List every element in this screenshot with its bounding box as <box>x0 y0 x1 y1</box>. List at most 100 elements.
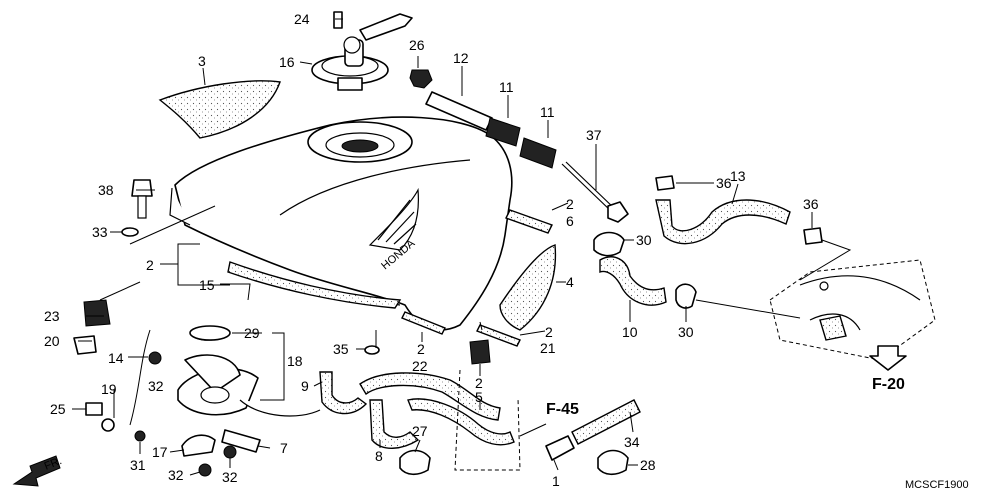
callout-24[interactable]: 24 <box>294 11 310 27</box>
leader-lines <box>72 18 852 476</box>
wire-14[interactable] <box>129 329 151 426</box>
callout-30b[interactable]: 30 <box>678 324 694 340</box>
hose-5b[interactable] <box>407 398 515 446</box>
callout-2e[interactable]: 2 <box>475 375 483 391</box>
callout-8[interactable]: 8 <box>375 448 383 464</box>
callout-4[interactable]: 4 <box>566 274 574 290</box>
clamp-30b[interactable] <box>675 283 697 309</box>
hose-13[interactable] <box>655 199 791 245</box>
callout-27[interactable]: 27 <box>412 423 428 439</box>
clip-2[interactable] <box>469 339 491 365</box>
o-ring-29[interactable] <box>189 325 231 341</box>
clip-36a[interactable] <box>655 175 675 191</box>
callout-7[interactable]: 7 <box>280 440 288 456</box>
callout-33[interactable]: 33 <box>92 224 108 240</box>
clamp-28[interactable] <box>597 449 629 476</box>
ref-arrow-f20[interactable] <box>869 345 907 371</box>
callout-32b[interactable]: 32 <box>168 467 184 483</box>
strip-22[interactable] <box>401 311 446 335</box>
bolt-31[interactable] <box>134 430 146 442</box>
callout-11a[interactable]: 11 <box>499 79 514 95</box>
callout-36b[interactable]: 36 <box>803 196 819 212</box>
pipe-12[interactable] <box>425 91 493 131</box>
strip-6[interactable] <box>505 209 553 234</box>
nut-26[interactable] <box>409 69 433 89</box>
grommet-11a[interactable] <box>485 117 521 147</box>
clamp-30a[interactable] <box>593 231 625 257</box>
callout-16[interactable]: 16 <box>279 54 295 70</box>
nut-32b[interactable] <box>198 463 212 477</box>
rubber-pad-4[interactable] <box>499 244 557 331</box>
callout-28[interactable]: 28 <box>640 457 656 473</box>
washer-33[interactable] <box>121 227 139 237</box>
callout-31[interactable]: 31 <box>130 457 146 473</box>
callout-35[interactable]: 35 <box>333 341 349 357</box>
clip-36b[interactable] <box>803 227 823 245</box>
nut-32c[interactable] <box>223 445 237 459</box>
hose-10[interactable] <box>599 256 667 306</box>
callout-36a[interactable]: 36 <box>716 175 732 191</box>
callout-38[interactable]: 38 <box>98 182 114 198</box>
callout-9[interactable]: 9 <box>301 378 309 394</box>
callout-23[interactable]: 23 <box>44 308 60 324</box>
callout-14[interactable]: 14 <box>108 350 124 366</box>
damper-23[interactable] <box>83 299 111 327</box>
callout-2c[interactable]: 2 <box>545 324 553 340</box>
grommet-19[interactable] <box>101 418 115 432</box>
callout-2a[interactable]: 2 <box>146 257 154 273</box>
callout-25[interactable]: 25 <box>50 401 66 417</box>
callout-10[interactable]: 10 <box>622 324 638 340</box>
ref-f20[interactable]: F-20 <box>872 376 905 393</box>
callout-30a[interactable]: 30 <box>636 232 652 248</box>
cap-20[interactable] <box>73 335 97 355</box>
bracket-17[interactable] <box>181 434 216 457</box>
fuel-pump-18[interactable] <box>177 327 321 417</box>
bolt-38[interactable] <box>131 179 153 219</box>
callout-34[interactable]: 34 <box>624 434 640 450</box>
callout-11b[interactable]: 11 <box>540 104 555 120</box>
callout-18[interactable]: 18 <box>287 353 303 369</box>
callout-12[interactable]: 12 <box>453 50 469 66</box>
hose-34[interactable] <box>571 399 641 445</box>
fuel-cap-16[interactable] <box>311 13 413 91</box>
callout-3[interactable]: 3 <box>198 53 206 69</box>
side-cover-3[interactable] <box>158 80 281 139</box>
callouts: 1 2 2 2 2 2 3 4 5 6 7 8 9 10 11 11 12 13… <box>43 11 969 491</box>
front-arrow <box>12 455 61 487</box>
hose-8[interactable] <box>369 399 420 449</box>
callout-15[interactable]: 15 <box>199 277 215 293</box>
callout-13[interactable]: 13 <box>730 168 746 184</box>
callout-19[interactable]: 19 <box>101 381 117 397</box>
callout-32a[interactable]: 32 <box>148 378 164 394</box>
bolt-25[interactable] <box>85 402 103 416</box>
callout-1[interactable]: 1 <box>552 473 560 489</box>
callout-32c[interactable]: 32 <box>222 469 238 485</box>
stay-7[interactable] <box>221 429 261 453</box>
callout-17[interactable]: 17 <box>152 444 168 460</box>
callout-2d[interactable]: 2 <box>417 341 425 357</box>
clip-35[interactable] <box>364 345 380 355</box>
fuel-tank[interactable]: HONDA <box>169 116 513 331</box>
grommet-11b[interactable] <box>519 137 557 169</box>
callout-22[interactable]: 22 <box>412 358 428 374</box>
callout-5[interactable]: 5 <box>475 389 483 405</box>
callout-29[interactable]: 29 <box>244 325 260 341</box>
callout-20[interactable]: 20 <box>44 333 60 349</box>
front-arrow-text: FR. <box>43 455 64 473</box>
catalog-code: MCSCF1900 <box>905 479 969 491</box>
hose-9[interactable] <box>319 371 368 415</box>
connector-1[interactable] <box>545 435 575 461</box>
callout-26[interactable]: 26 <box>409 37 425 53</box>
bolt-37[interactable] <box>561 161 629 223</box>
screw-24[interactable] <box>333 11 343 29</box>
callout-37[interactable]: 37 <box>586 127 602 143</box>
nut-32a[interactable] <box>148 351 162 365</box>
callout-2b[interactable]: 2 <box>566 196 574 212</box>
strip-21[interactable] <box>476 324 521 347</box>
ref-f45[interactable]: F-45 <box>546 401 579 418</box>
callout-21[interactable]: 21 <box>540 340 556 356</box>
hose-5[interactable] <box>359 372 501 421</box>
clamp-27[interactable] <box>399 449 431 476</box>
callout-6[interactable]: 6 <box>566 213 574 229</box>
